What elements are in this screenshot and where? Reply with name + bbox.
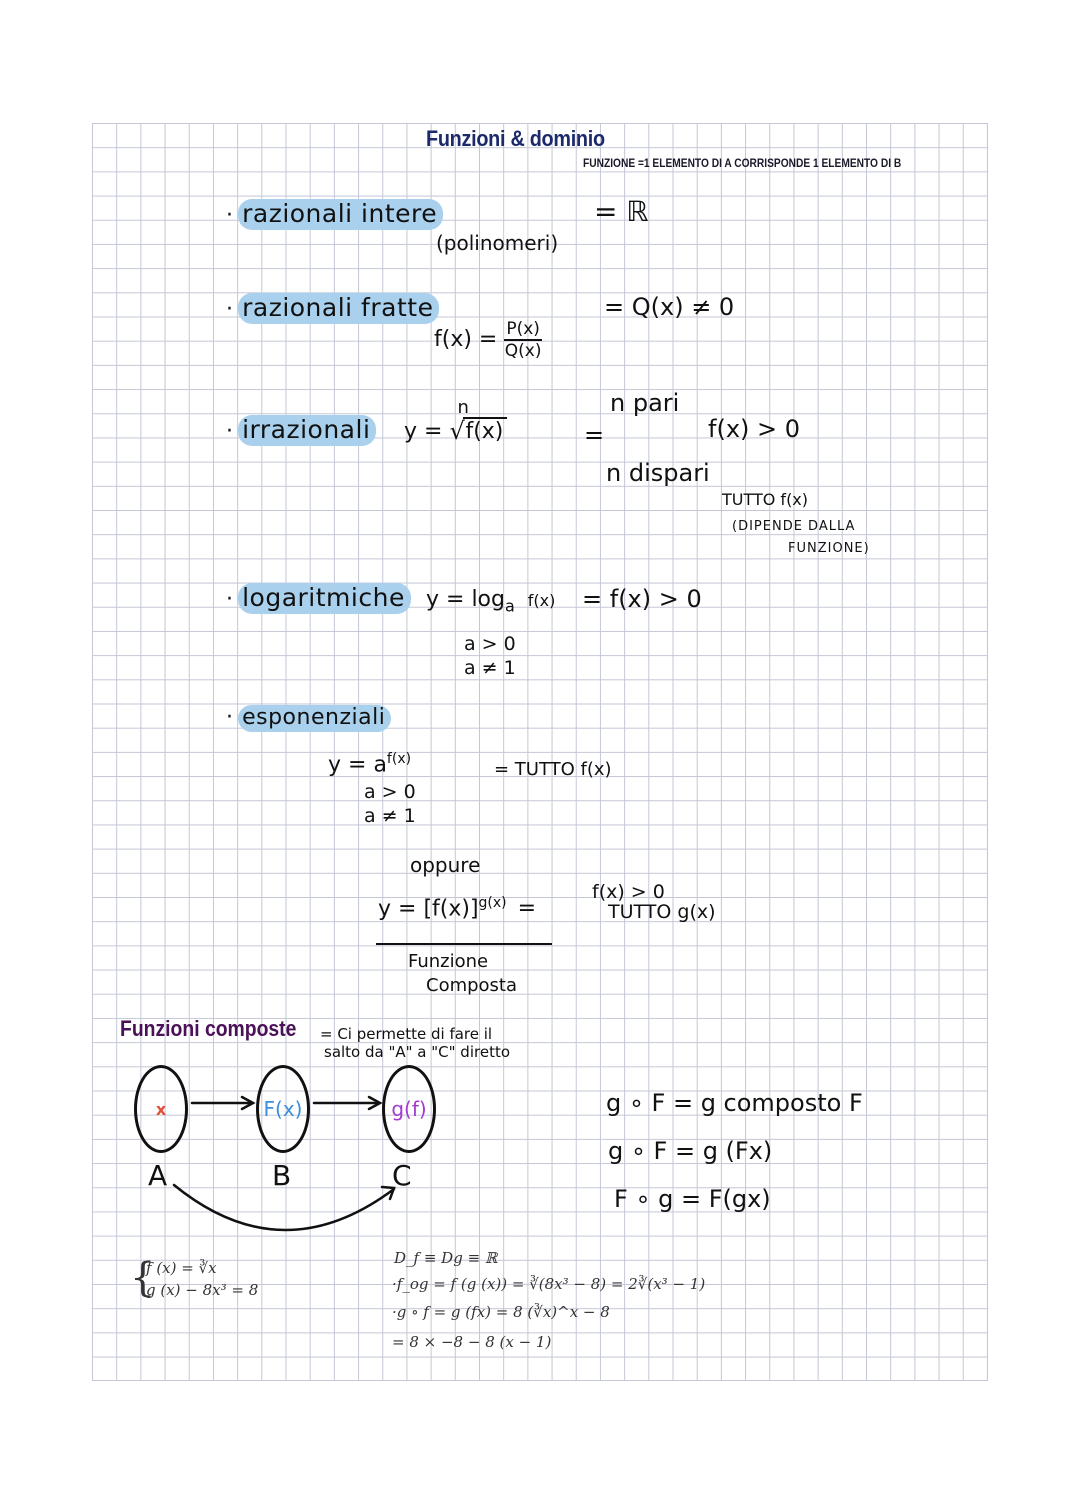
root-index: n (457, 397, 469, 418)
base-condition: a ≠ 1 (364, 805, 416, 827)
bullet: · (226, 705, 233, 730)
set-c-ellipse: g(f) (382, 1065, 436, 1153)
section-logaritmiche: · logaritmiche (226, 583, 411, 614)
bullet: · (226, 587, 233, 612)
section-razionali-intere: · razionali intere (226, 199, 444, 230)
fraction-formula: f(x) = P(x) Q(x) (434, 319, 542, 361)
set-label-b: B (272, 1159, 292, 1192)
exponent: f(x) (386, 751, 412, 767)
set-label-c: C (392, 1159, 412, 1192)
section-esponenziali: · esponenziali (226, 705, 392, 732)
formula-lhs: f(x) = (434, 327, 498, 352)
arrowhead-icon (380, 1185, 396, 1201)
log-base: a (504, 596, 515, 616)
domain-result: = ℝ (594, 195, 649, 228)
formula-lhs: y = [f(x)] (378, 896, 479, 922)
example-line: = 8 × −8 − 8 (x − 1) (392, 1333, 552, 1351)
denominator: Q(x) (504, 341, 542, 361)
composition-note: F ∘ g = F(gx) (614, 1185, 771, 1213)
exp-formula: y = af(x) (328, 751, 411, 777)
example-system: { f (x) = ∛x g (x) − 8x³ = 8 (130, 1255, 259, 1301)
bullet: · (226, 419, 233, 444)
case-odd-condition: TUTTO f(x) (722, 490, 809, 509)
log-formula: y = loga f(x) (426, 587, 555, 615)
arrowhead-icon (367, 1095, 383, 1111)
set-a-ellipse: x (134, 1065, 188, 1153)
bullet: · (226, 297, 233, 322)
section-label: logaritmiche (238, 583, 411, 614)
caption: Funzione (408, 951, 489, 972)
arrow-a-to-c-icon (172, 1183, 396, 1232)
numerator: P(x) (504, 319, 542, 341)
system-line: f (x) = ∛x (146, 1259, 217, 1277)
radical-sign-icon: √ (449, 417, 465, 445)
oppure-label: oppure (410, 853, 481, 877)
arrowhead-icon (240, 1095, 256, 1111)
equals-sign: = (517, 896, 537, 922)
section-razionali-fratte: · razionali fratte (226, 293, 440, 324)
base-condition: a ≠ 1 (464, 657, 516, 679)
fraction: P(x) Q(x) (504, 319, 542, 361)
case-even: n pari (610, 389, 680, 417)
caption: Composta (426, 975, 518, 996)
formula-lhs: y = a (328, 752, 387, 778)
base-condition: a > 0 (364, 781, 416, 803)
formula-lhs: y = log (426, 587, 505, 612)
formula-lhs: y = (404, 419, 443, 444)
alt-condition: f(x) > 0 (592, 881, 665, 903)
section-label: esponenziali (238, 705, 392, 732)
case-odd-note: FUNZIONE) (788, 541, 870, 556)
set-label-a: A (148, 1159, 168, 1192)
composite-title: Funzioni composte (120, 1016, 297, 1041)
case-odd-note: (DIPENDE DALLA (732, 519, 856, 534)
function-definition: FUNZIONE =1 ELEMENTO DI A CORRISPONDE 1 … (583, 156, 902, 170)
composition-note: g ∘ F = g composto F (606, 1089, 863, 1117)
equals-sign: = (584, 421, 605, 449)
domain-result: = Q(x) ≠ 0 (604, 293, 735, 321)
section-label: irrazionali (238, 415, 377, 446)
exponent: g(x) (478, 895, 507, 911)
section-label: razionali intere (238, 199, 444, 230)
root-formula: y = n √ f(x) (404, 397, 508, 445)
element-fx: F(x) (263, 1097, 303, 1121)
system-line: g (x) − 8x³ = 8 (146, 1281, 259, 1299)
base-condition: a > 0 (464, 633, 516, 655)
alt-exp-formula: y = [f(x)]g(x) = (378, 895, 536, 921)
section-label: razionali fratte (238, 293, 440, 324)
polynomials-note: (polinomeri) (436, 231, 559, 255)
example-line: ·g ∘ f = g (fx) = 8 (∛x)^x − 8 (392, 1303, 610, 1321)
case-even-condition: f(x) > 0 (708, 415, 801, 443)
element-gf: g(f) (391, 1097, 427, 1121)
fraction-rule (376, 943, 552, 945)
page-title: Funzioni & dominio (426, 126, 605, 151)
alt-condition: TUTTO g(x) (608, 901, 716, 923)
element-x: x (155, 1099, 167, 1119)
composite-description: = Ci permette di fare il (320, 1025, 493, 1043)
composition-note: g ∘ F = g (Fx) (608, 1137, 773, 1165)
set-b-ellipse: F(x) (256, 1065, 310, 1153)
radicand: f(x) (463, 417, 508, 444)
domain-result: = f(x) > 0 (582, 585, 702, 613)
grid-paper-page: Funzioni & dominio FUNZIONE =1 ELEMENTO … (92, 123, 988, 1381)
brace-icon: { (130, 1255, 156, 1301)
bullet: · (226, 203, 233, 228)
case-odd: n dispari (606, 459, 710, 487)
log-argument: f(x) (527, 591, 556, 610)
example-line: ·f_og = f (g (x)) = ∛(8x³ − 8) = 2∛(x³ −… (392, 1275, 706, 1293)
section-irrazionali: · irrazionali (226, 415, 377, 446)
example-line: D_f ≡ Dg ≡ ℝ (394, 1249, 498, 1267)
composite-description: salto da "A" a "C" diretto (324, 1043, 511, 1061)
diagram-arrows (172, 1095, 396, 1232)
domain-result: = TUTTO f(x) (494, 759, 612, 780)
